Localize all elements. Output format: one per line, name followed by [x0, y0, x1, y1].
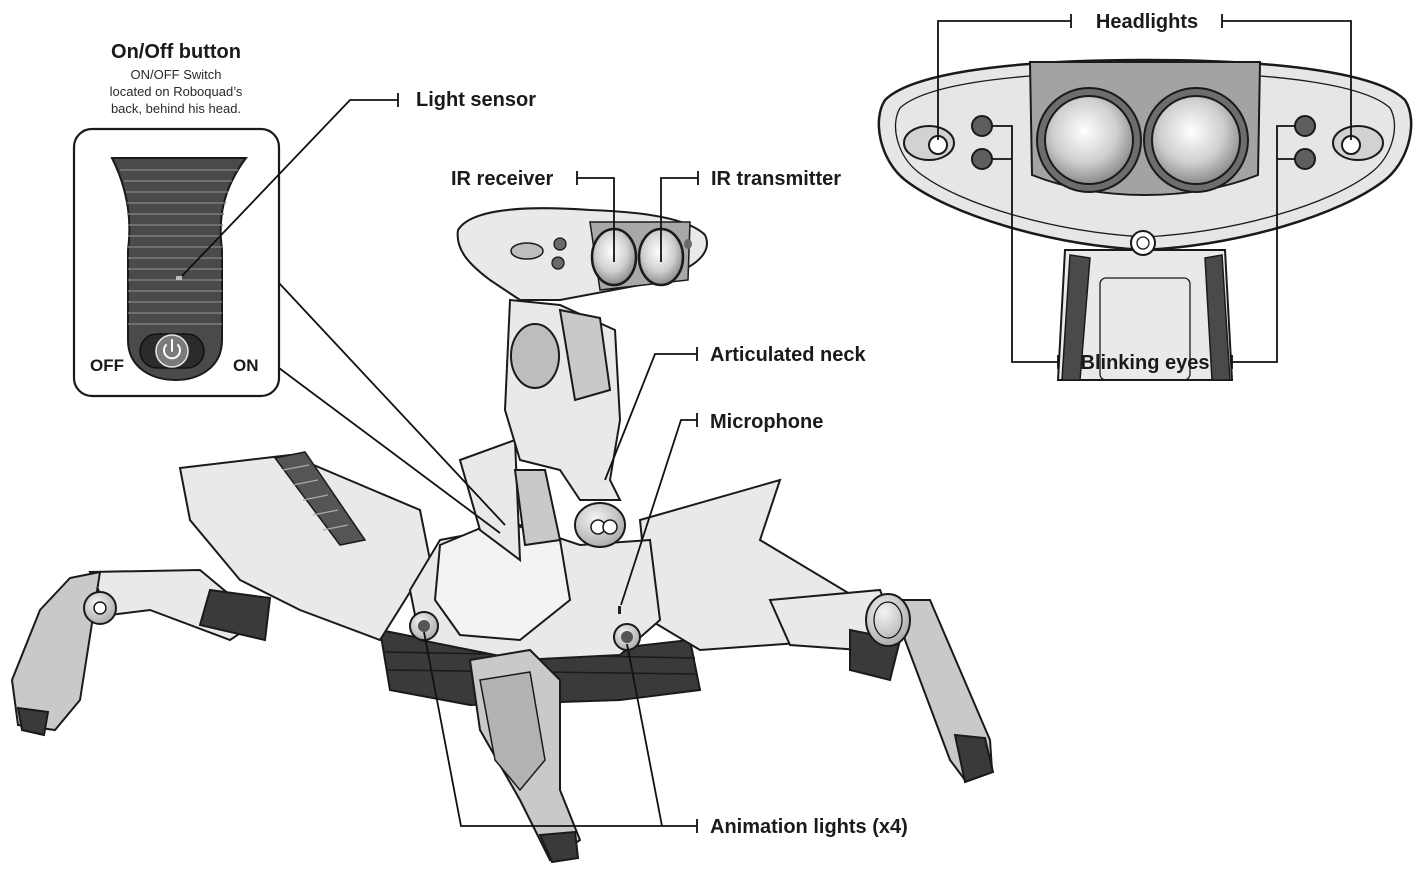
- on-off-inset: On/Off button ON/OFF Switch located on R…: [74, 41, 279, 396]
- blinking-eye-led-2: [972, 149, 992, 169]
- head-headlight: [511, 243, 543, 259]
- closeup-left-eye: [1045, 96, 1133, 184]
- left-foot: [18, 708, 48, 735]
- blinking-eye-led-1: [972, 116, 992, 136]
- blinking-eye-led-3: [1295, 116, 1315, 136]
- label-ir-transmitter: IR transmitter: [711, 168, 841, 190]
- off-label: OFF: [90, 356, 124, 375]
- front-foot: [540, 832, 578, 862]
- label-headlights: Headlights: [1096, 11, 1198, 33]
- on-label: ON: [233, 356, 259, 375]
- on-off-desc-line-3: back, behind his head.: [111, 101, 241, 116]
- label-blinking-eyes: Blinking eyes: [1081, 352, 1210, 374]
- closeup-chin-button: [1131, 231, 1155, 255]
- left-leg-lower: [12, 572, 100, 730]
- label-microphone: Microphone: [710, 411, 823, 433]
- label-animation-lights: Animation lights (x4): [710, 816, 908, 838]
- closeup-right-eye: [1152, 96, 1240, 184]
- light-sensor-dot: [176, 276, 182, 280]
- on-off-desc-line-1: ON/OFF Switch: [130, 67, 221, 82]
- label-articulated-neck: Articulated neck: [710, 344, 866, 366]
- label-light-sensor: Light sensor: [416, 89, 536, 111]
- label-ir-receiver: IR receiver: [451, 168, 554, 190]
- blinking-eye-led-4: [1295, 149, 1315, 169]
- microphone-hole: [618, 606, 621, 614]
- on-off-title: On/Off button: [111, 41, 241, 63]
- head-closeup: [879, 60, 1411, 380]
- neck-joint: [511, 324, 559, 388]
- on-off-desc-line-2: located on Roboquad’s: [110, 84, 243, 99]
